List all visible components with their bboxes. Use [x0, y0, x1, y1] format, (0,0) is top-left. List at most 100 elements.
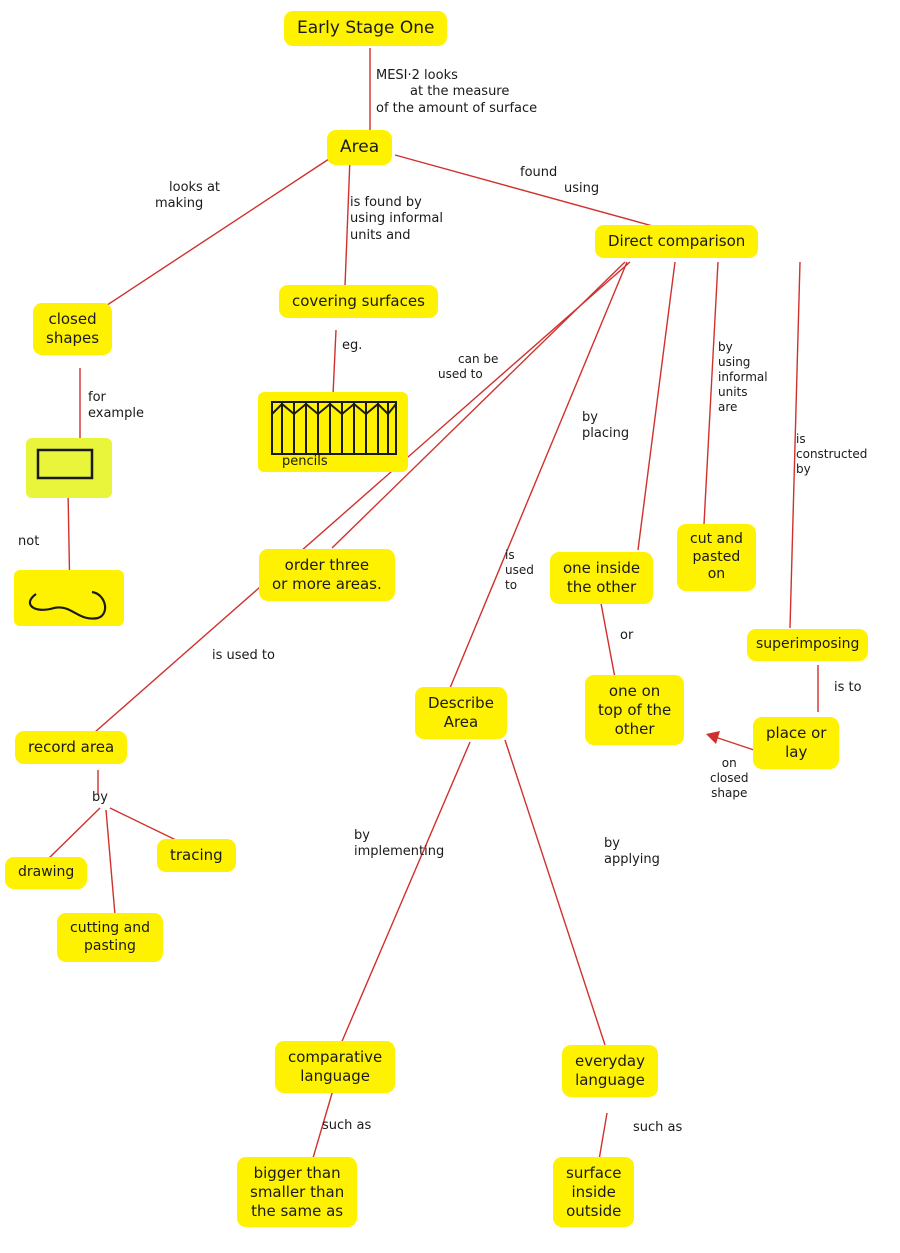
one-on-top-line-3: other [614, 719, 655, 738]
link-direct-cut [703, 261, 719, 525]
on-closed-line-1: on [721, 756, 737, 770]
found-using-line-1: found [520, 165, 558, 180]
label-is-used-to-1: is used to [505, 548, 534, 593]
label-eg: eg. [342, 338, 363, 353]
arrow-head [706, 731, 720, 744]
open-curve-icon [28, 590, 107, 620]
node-superimposing: superimposing [750, 632, 866, 658]
by-placing-line-2: placing [582, 426, 630, 442]
by-implementing-line-1: by [354, 828, 370, 843]
label-on-closed: on closed shape [710, 756, 749, 801]
label-is-found-by: is found by using informal units and [350, 195, 443, 244]
link-describe-comparative [339, 741, 471, 1047]
curve-picture [14, 570, 124, 626]
label-such-as-1: such as [322, 1118, 372, 1133]
bigger-line-1: bigger than [253, 1164, 341, 1182]
link-direct-describe [449, 261, 628, 689]
link-describe-everyday [504, 739, 606, 1046]
one-inside-line-1: one inside [563, 559, 641, 577]
for-example-line-1: for [88, 390, 106, 405]
can-be-used-line-2: used to [438, 367, 483, 381]
is-used-to-1-line-1: is [505, 548, 515, 562]
label-or: or [620, 628, 634, 643]
mesi-line-1: MESI·2 looks [376, 68, 458, 83]
link-comparative-bigger [312, 1089, 334, 1159]
node-place-or-lay: place or lay [756, 720, 837, 766]
link-by-tracing [109, 807, 181, 843]
node-one-inside: one inside the other [553, 555, 651, 601]
by-using-line-1: by [718, 340, 733, 354]
label-can-be-used: can be used to [438, 352, 498, 382]
link-by-cutting [105, 809, 116, 916]
by-using-line-5: are [718, 400, 738, 414]
order-three-line-2: or more areas. [272, 574, 382, 593]
cut-pasted-line-3: on [707, 566, 726, 582]
surface-line-1: surface [566, 1164, 622, 1182]
describe-area-line-2: Area [443, 712, 479, 731]
place-or-lay-line-2: lay [785, 742, 808, 761]
label-by-implementing: by implementing [354, 828, 444, 861]
rectangle-picture [26, 438, 112, 498]
node-everyday: everyday language [565, 1048, 655, 1094]
is-found-by-line-1: is found by [350, 195, 422, 210]
label-not: not [18, 534, 40, 549]
is-found-by-line-3: units and [350, 227, 411, 243]
node-cut-pasted: cut and pasted on [680, 527, 753, 588]
on-closed-line-2: closed [710, 771, 749, 785]
link-covering-pencils [332, 329, 337, 396]
cut-pasted-line-1: cut and [690, 531, 743, 547]
one-on-top-line-2: top of the [598, 700, 672, 719]
link-inside-top [599, 597, 616, 679]
node-comparative: comparative language [278, 1044, 393, 1090]
one-inside-line-2: the other [566, 577, 637, 596]
label-by-applying: by applying [604, 836, 660, 869]
label-by-placing: by placing [582, 410, 629, 443]
node-surface: surface inside outside [556, 1160, 632, 1225]
is-constructed-line-3: by [796, 462, 811, 476]
bigger-line-2: smaller than [250, 1182, 345, 1201]
node-describe-area: Describe Area [418, 690, 504, 736]
node-direct-comparison: Direct comparison [598, 228, 756, 255]
pencils-icon [271, 401, 397, 455]
for-example-line-2: example [88, 406, 144, 422]
node-record-area: record area [18, 734, 125, 761]
link-direct-super [789, 261, 801, 629]
looks-at-line-2: making [155, 196, 204, 212]
link-direct-record [94, 261, 631, 733]
cutting-pasting-line-1: cutting and [70, 920, 150, 936]
is-found-by-line-2: using informal [350, 211, 443, 227]
found-using-line-2: using [564, 181, 600, 197]
comparative-line-1: comparative [288, 1048, 383, 1066]
label-by: by [92, 790, 108, 805]
node-order-three: order three or more areas. [262, 552, 392, 598]
surface-line-3: outside [566, 1201, 622, 1220]
by-applying-line-2: applying [604, 852, 660, 868]
pencils-caption: pencils [282, 454, 328, 469]
link-place-top [711, 735, 761, 753]
closed-shapes-line-1: closed [48, 310, 97, 328]
node-tracing: tracing [160, 842, 233, 869]
node-area: Area [330, 133, 390, 163]
link-everyday-surface [598, 1112, 608, 1161]
node-one-on-top: one on top of the other [588, 678, 682, 743]
by-applying-line-1: by [604, 836, 620, 851]
node-early-stage: Early Stage One [287, 14, 445, 44]
can-be-used-line-1: can be [458, 352, 499, 366]
label-is-to: is to [834, 680, 862, 695]
label-by-using: by using informal units are [718, 340, 768, 415]
is-used-to-1-line-2: used [505, 563, 534, 577]
describe-area-line-1: Describe [428, 694, 494, 712]
by-using-line-4: units [718, 385, 748, 399]
pencils-picture: pencils [258, 392, 408, 472]
label-for-example: for example [88, 390, 144, 423]
link-direct-inside [637, 261, 676, 551]
link-area-covering [344, 157, 351, 287]
place-or-lay-line-1: place or [766, 724, 827, 742]
surface-line-2: inside [571, 1182, 616, 1201]
mesi-line-3: of the amount of surface [376, 100, 538, 116]
by-implementing-line-2: implementing [354, 844, 445, 860]
is-used-to-1-line-3: to [505, 578, 518, 592]
node-covering-surfaces: covering surfaces [282, 288, 435, 315]
link-area-direct [394, 154, 661, 229]
